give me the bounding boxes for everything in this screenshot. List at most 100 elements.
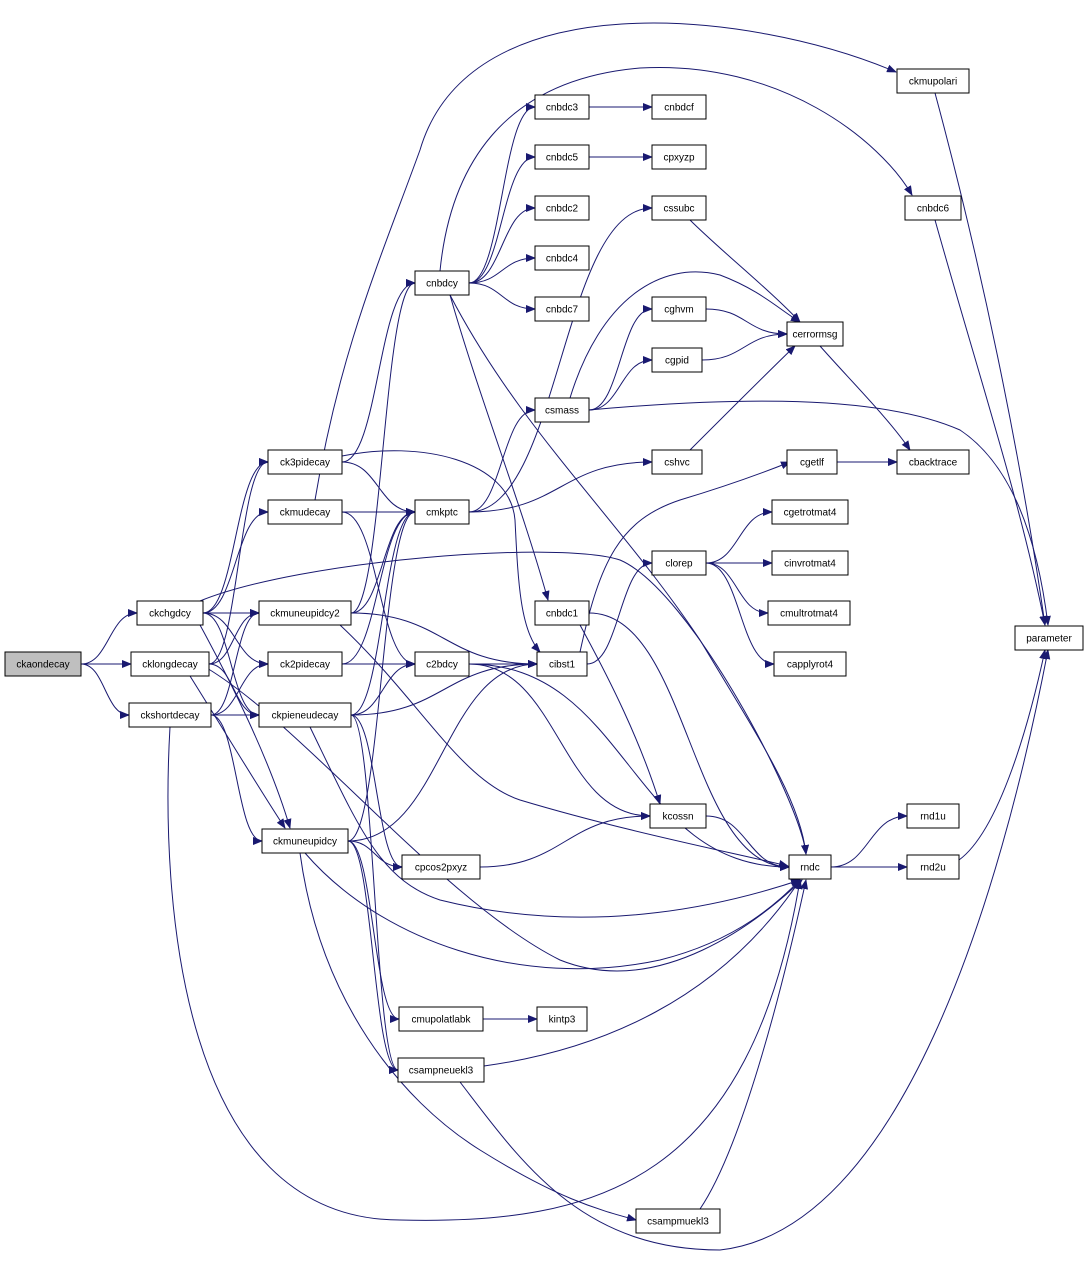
node-box[interactable] (651, 550, 707, 576)
node-box[interactable] (267, 651, 343, 677)
node-label: rndc (800, 863, 819, 874)
node-cmupolatlabk[interactable]: cmupolatlabk (398, 1006, 484, 1032)
node-box[interactable] (130, 651, 210, 677)
node-ckchgdcy[interactable]: ckchgdcy (136, 600, 204, 626)
node-ck3pidecay[interactable]: ck3pidecay (267, 449, 343, 475)
node-rndc[interactable]: rndc (788, 854, 832, 880)
node-cnbdcy[interactable]: cnbdcy (414, 270, 470, 296)
node-box[interactable] (786, 321, 844, 347)
node-c2bdcy[interactable]: c2bdcy (414, 651, 470, 677)
node-box[interactable] (771, 499, 849, 525)
node-box[interactable] (651, 449, 703, 475)
node-cnbdc6[interactable]: cnbdc6 (904, 195, 962, 221)
node-box[interactable] (128, 702, 212, 728)
node-cgetlf[interactable]: cgetlf (786, 449, 838, 475)
node-box[interactable] (267, 449, 343, 475)
node-box[interactable] (534, 600, 590, 626)
node-box[interactable] (534, 94, 590, 120)
node-box[interactable] (635, 1208, 721, 1234)
node-parameter[interactable]: parameter (1014, 625, 1084, 651)
node-cbacktrace[interactable]: cbacktrace (896, 449, 970, 475)
node-cnbdcf[interactable]: cnbdcf (651, 94, 707, 120)
node-cmkptc[interactable]: cmkptc (414, 499, 470, 525)
node-cnbdc5[interactable]: cnbdc5 (534, 144, 590, 170)
node-cmultrotmat4[interactable]: cmultrotmat4 (767, 600, 851, 626)
node-cklongdecay[interactable]: cklongdecay (130, 651, 210, 677)
node-cnbdc2[interactable]: cnbdc2 (534, 195, 590, 221)
node-box[interactable] (401, 854, 481, 880)
node-clorep[interactable]: clorep (651, 550, 707, 576)
node-box[interactable] (136, 600, 204, 626)
node-cibst1[interactable]: cibst1 (536, 651, 588, 677)
node-cerrormsg[interactable]: cerrormsg (786, 321, 844, 347)
node-ckmuneupidcy2[interactable]: ckmuneupidcy2 (258, 600, 352, 626)
node-cnbdc4[interactable]: cnbdc4 (534, 245, 590, 271)
node-box[interactable] (4, 651, 82, 677)
node-ckpieneudecay[interactable]: ckpieneudecay (258, 702, 352, 728)
edge-line (468, 663, 651, 820)
node-box[interactable] (906, 854, 960, 880)
node-box[interactable] (896, 449, 970, 475)
node-ck2pidecay[interactable]: ck2pidecay (267, 651, 343, 677)
node-csampmuekl3[interactable]: csampmuekl3 (635, 1208, 721, 1234)
node-box[interactable] (649, 803, 707, 829)
node-rnd1u[interactable]: rnd1u (906, 803, 960, 829)
node-box[interactable] (771, 550, 849, 576)
node-box[interactable] (414, 651, 470, 677)
node-box[interactable] (904, 195, 962, 221)
node-capplyrot4[interactable]: capplyrot4 (773, 651, 847, 677)
node-box[interactable] (536, 1006, 588, 1032)
node-box[interactable] (258, 702, 352, 728)
node-kintp3[interactable]: kintp3 (536, 1006, 588, 1032)
node-box[interactable] (651, 195, 707, 221)
edge-line (479, 812, 651, 868)
node-box[interactable] (414, 270, 470, 296)
node-cnbdc1[interactable]: cnbdc1 (534, 600, 590, 626)
node-box[interactable] (534, 144, 590, 170)
node-csampneuekl3[interactable]: csampneuekl3 (397, 1057, 485, 1083)
node-box[interactable] (651, 296, 707, 322)
node-rnd2u[interactable]: rnd2u (906, 854, 960, 880)
node-box[interactable] (534, 296, 590, 322)
node-cshvc[interactable]: cshvc (651, 449, 703, 475)
node-box[interactable] (261, 828, 349, 854)
node-cssubc[interactable]: cssubc (651, 195, 707, 221)
node-cinvrotmat4[interactable]: cinvrotmat4 (771, 550, 849, 576)
edge-line (569, 271, 801, 399)
node-box[interactable] (398, 1006, 484, 1032)
node-ckmudecay[interactable]: ckmudecay (267, 499, 343, 525)
node-box[interactable] (534, 245, 590, 271)
node-cnbdc7[interactable]: cnbdc7 (534, 296, 590, 322)
node-csmass[interactable]: csmass (534, 397, 590, 423)
node-box[interactable] (534, 397, 590, 423)
node-ckaondecay[interactable]: ckaondecay (4, 651, 82, 677)
node-cpcos2pxyz[interactable]: cpcos2pxyz (401, 854, 481, 880)
node-box[interactable] (1014, 625, 1084, 651)
edge-cklongdecay-to-ck3pidecay (208, 458, 269, 665)
node-box[interactable] (651, 347, 703, 373)
node-label: ck3pidecay (280, 458, 330, 469)
node-box[interactable] (258, 600, 352, 626)
node-box[interactable] (414, 499, 470, 525)
node-box[interactable] (906, 803, 960, 829)
node-cghvm[interactable]: cghvm (651, 296, 707, 322)
node-box[interactable] (786, 449, 838, 475)
node-box[interactable] (767, 600, 851, 626)
node-box[interactable] (773, 651, 847, 677)
node-cnbdc3[interactable]: cnbdc3 (534, 94, 590, 120)
node-box[interactable] (651, 94, 707, 120)
node-box[interactable] (267, 499, 343, 525)
node-ckmupolari[interactable]: ckmupolari (896, 68, 970, 94)
node-box[interactable] (534, 195, 590, 221)
node-box[interactable] (788, 854, 832, 880)
node-box[interactable] (397, 1057, 485, 1083)
node-cgpid[interactable]: cgpid (651, 347, 703, 373)
node-box[interactable] (651, 144, 707, 170)
node-cgetrotmat4[interactable]: cgetrotmat4 (771, 499, 849, 525)
node-ckshortdecay[interactable]: ckshortdecay (128, 702, 212, 728)
node-box[interactable] (536, 651, 588, 677)
node-cpxyzp[interactable]: cpxyzp (651, 144, 707, 170)
node-ckmuneupidcy[interactable]: ckmuneupidcy (261, 828, 349, 854)
node-kcossn[interactable]: kcossn (649, 803, 707, 829)
node-box[interactable] (896, 68, 970, 94)
